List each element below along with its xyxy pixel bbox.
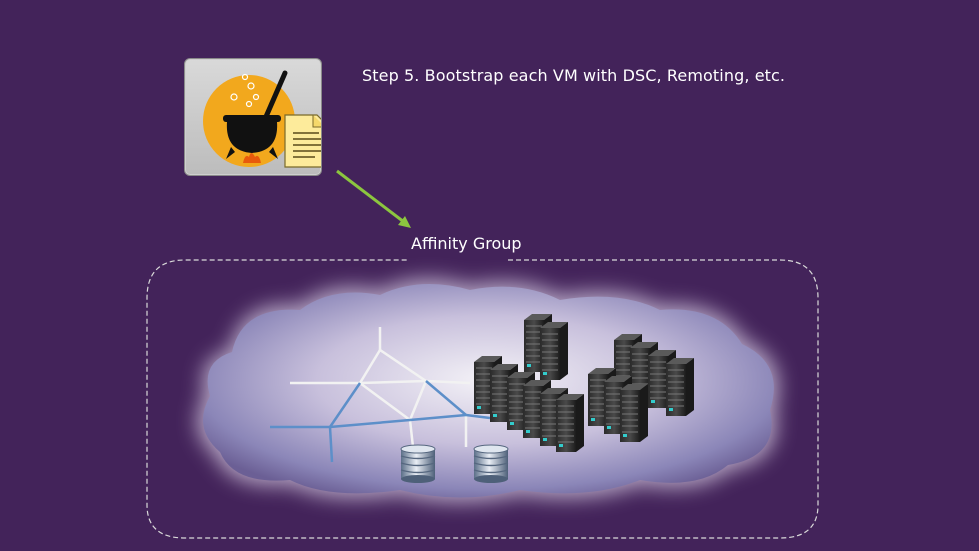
affinity-group-label: Affinity Group <box>411 234 522 253</box>
document-icon <box>284 114 321 168</box>
cauldron-card <box>184 58 322 176</box>
arrow-icon <box>336 169 411 228</box>
cauldron-icon <box>203 70 321 168</box>
affinity-group-boundary <box>146 259 819 539</box>
step-title: Step 5. Bootstrap each VM with DSC, Remo… <box>362 66 786 85</box>
network-topology-icon <box>270 327 491 463</box>
